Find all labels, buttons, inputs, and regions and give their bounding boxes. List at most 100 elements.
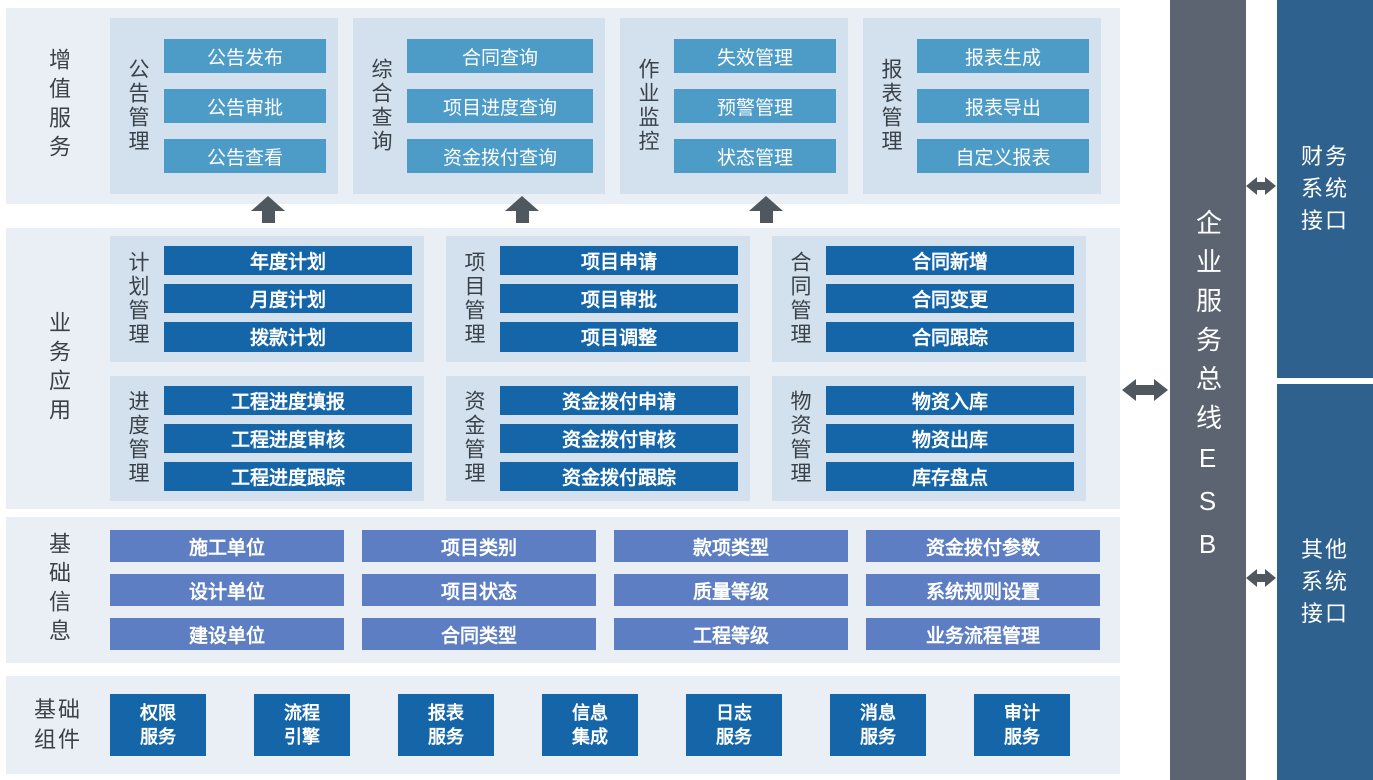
group-contract-management: 合同管理 合同新增 合同变更 合同跟踪 [772, 236, 1086, 362]
band-value-added: 增值服务 公告管理 公告发布 公告审批 公告查看 综合查询 合同查询 项目进度查… [6, 8, 1120, 204]
band-value-added-label-zone: 增值服务 [6, 18, 110, 194]
module-box: 审计服务 [974, 694, 1070, 756]
band-base-components: 基础组件 权限服务 流程引擎 报表服务 信息集成 日志服务 消息服务 审计服务 [6, 676, 1120, 774]
band-label-base-components: 基础组件 [33, 697, 82, 752]
group-label: 进度管理 [126, 390, 149, 487]
module-box: 公告审批 [164, 89, 326, 123]
module-box: 状态管理 [674, 139, 836, 173]
module-box: 项目进度查询 [407, 89, 593, 123]
module-box: 资金拨付审核 [500, 423, 738, 453]
band-label-base-info: 基础信息 [46, 532, 71, 648]
group-label: 合同管理 [788, 250, 811, 347]
module-box: 工程进度审核 [164, 423, 412, 453]
band-business-label-zone: 业务应用 [6, 236, 110, 501]
esb-label: 企业服务总线ESB [1192, 208, 1223, 572]
band-base-information: 基础信息 施工单位 项目类别 款项类型 资金拨付参数 设计单位 项目状态 质量等… [6, 517, 1120, 663]
value-added-groups: 公告管理 公告发布 公告审批 公告查看 综合查询 合同查询 项目进度查询 资金拨… [110, 18, 1106, 194]
group-material-management: 物资管理 物资入库 物资出库 库存盘点 [772, 375, 1086, 501]
module-box-label: 流程引擎 [283, 702, 320, 747]
group-comprehensive-query: 综合查询 合同查询 项目进度查询 资金拨付查询 [353, 18, 605, 194]
module-box-label: 日志服务 [715, 702, 752, 747]
module-column: 报表生成 报表导出 自定义报表 [917, 28, 1089, 184]
module-column: 失效管理 预警管理 状态管理 [674, 28, 836, 184]
base-components-row: 权限服务 流程引擎 报表服务 信息集成 日志服务 消息服务 审计服务 [110, 676, 1120, 774]
module-box-label: 报表服务 [427, 702, 464, 747]
module-box: 项目调整 [500, 322, 738, 352]
group-label: 物资管理 [788, 390, 811, 487]
module-box: 流程引擎 [254, 694, 350, 756]
double-arrow-icon [1246, 569, 1276, 587]
module-box: 合同跟踪 [826, 322, 1074, 352]
module-box: 年度计划 [164, 246, 412, 276]
module-box: 报表服务 [398, 694, 494, 756]
module-box: 公告查看 [164, 139, 326, 173]
module-box: 物资入库 [826, 385, 1074, 415]
module-box: 质量等级 [614, 574, 848, 606]
module-box: 公告发布 [164, 39, 326, 73]
module-box-label: 信息集成 [571, 702, 608, 747]
group-report-management: 报表管理 报表生成 报表导出 自定义报表 [863, 18, 1101, 194]
module-box: 款项类型 [614, 530, 848, 562]
module-box: 库存盘点 [826, 461, 1074, 492]
module-column: 年度计划 月度计划 拨款计划 [164, 246, 412, 352]
module-box: 合同查询 [407, 39, 593, 73]
module-box: 资金拨付跟踪 [500, 461, 738, 492]
group-plan-management: 计划管理 年度计划 月度计划 拨款计划 [110, 236, 424, 362]
module-column: 公告发布 公告审批 公告查看 [164, 28, 326, 184]
esb-bar: 企业服务总线ESB [1170, 0, 1246, 780]
module-box: 自定义报表 [917, 139, 1089, 173]
module-box: 消息服务 [830, 694, 926, 756]
module-box: 信息集成 [542, 694, 638, 756]
module-box: 设计单位 [110, 574, 344, 606]
base-info-grid: 施工单位 项目类别 款项类型 资金拨付参数 设计单位 项目状态 质量等级 系统规… [110, 517, 1120, 663]
double-arrow-icon [1246, 177, 1276, 195]
module-box: 项目申请 [500, 246, 738, 276]
module-box: 资金拨付参数 [866, 530, 1100, 562]
module-box: 施工单位 [110, 530, 344, 562]
module-box: 报表生成 [917, 39, 1089, 73]
group-label: 公告管理 [126, 58, 149, 154]
module-box: 工程等级 [614, 618, 848, 650]
module-column: 资金拨付申请 资金拨付审核 资金拨付跟踪 [500, 385, 738, 492]
group-job-monitoring: 作业监控 失效管理 预警管理 状态管理 [620, 18, 848, 194]
group-label: 作业监控 [636, 58, 659, 154]
module-box: 预警管理 [674, 89, 836, 123]
module-box: 项目类别 [362, 530, 596, 562]
module-box: 合同类型 [362, 618, 596, 650]
group-label: 项目管理 [462, 250, 485, 347]
group-label: 报表管理 [879, 58, 902, 154]
group-fund-management: 资金管理 资金拨付申请 资金拨付审核 资金拨付跟踪 [446, 375, 750, 501]
other-system-interface-label: 其他系统接口 [1300, 537, 1349, 626]
finance-system-interface-label: 财务系统接口 [1300, 144, 1349, 233]
group-label: 综合查询 [369, 58, 392, 154]
group-announcement-management: 公告管理 公告发布 公告审批 公告查看 [110, 18, 338, 194]
group-project-management: 项目管理 项目申请 项目审批 项目调整 [446, 236, 750, 362]
module-box: 物资出库 [826, 423, 1074, 453]
module-box-label: 审计服务 [1003, 702, 1040, 747]
module-box: 建设单位 [110, 618, 344, 650]
double-arrow-icon [1122, 379, 1168, 401]
band-base-info-label-zone: 基础信息 [6, 517, 110, 663]
module-box: 工程进度跟踪 [164, 461, 412, 492]
module-column: 物资入库 物资出库 库存盘点 [826, 385, 1074, 492]
group-label: 计划管理 [126, 250, 149, 347]
business-groups: 计划管理 年度计划 月度计划 拨款计划 项目管理 项目申请 项目审批 项目调整 … [110, 236, 1120, 501]
module-box: 项目状态 [362, 574, 596, 606]
module-box: 报表导出 [917, 89, 1089, 123]
module-box: 合同新增 [826, 246, 1074, 276]
group-label: 资金管理 [462, 390, 485, 487]
module-box: 工程进度填报 [164, 385, 412, 415]
finance-system-interface-box: 财务系统接口 [1277, 0, 1373, 378]
up-arrow-icon [749, 196, 783, 223]
module-box: 日志服务 [686, 694, 782, 756]
module-column: 工程进度填报 工程进度审核 工程进度跟踪 [164, 385, 412, 492]
module-box: 业务流程管理 [866, 618, 1100, 650]
group-progress-management: 进度管理 工程进度填报 工程进度审核 工程进度跟踪 [110, 375, 424, 501]
up-arrow-icon [505, 196, 539, 223]
other-system-interface-box: 其他系统接口 [1277, 384, 1373, 780]
module-box: 权限服务 [110, 694, 206, 756]
module-box-label: 消息服务 [859, 702, 896, 747]
module-box: 资金拨付申请 [500, 385, 738, 415]
band-business-applications: 业务应用 计划管理 年度计划 月度计划 拨款计划 项目管理 项目申请 项目审批 … [6, 228, 1120, 509]
